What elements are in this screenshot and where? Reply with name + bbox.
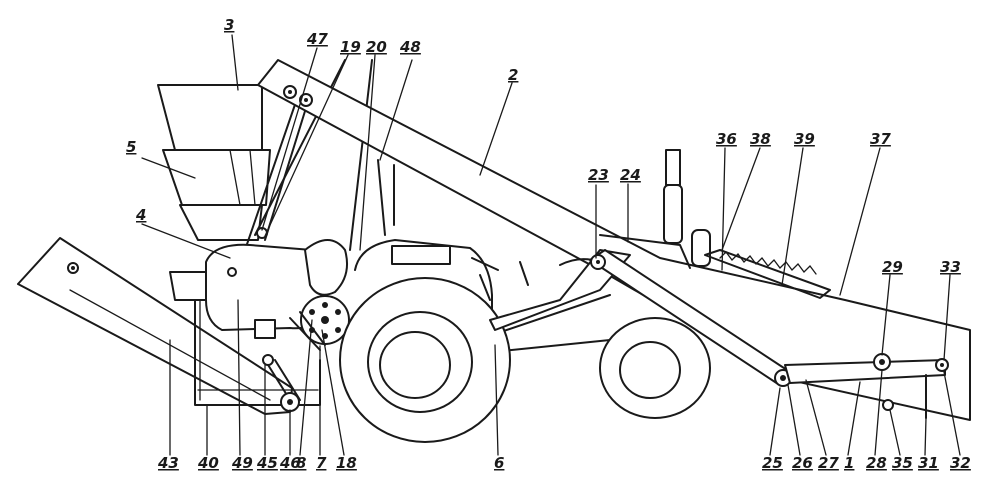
label-3: 3 (224, 16, 234, 34)
label-27: 27 (818, 454, 839, 472)
label-4: 4 (135, 206, 146, 224)
label-47: 47 (306, 30, 328, 48)
label-7: 7 (316, 454, 327, 472)
rear-wheel (339, 277, 511, 443)
label-31: 31 (918, 454, 939, 472)
label-23: 23 (588, 166, 609, 184)
label-8: 8 (296, 454, 306, 472)
label-35: 35 (892, 454, 913, 472)
label-20: 20 (366, 38, 387, 56)
label-46: 46 (279, 454, 301, 472)
label-45: 45 (256, 454, 278, 472)
label-37: 37 (870, 130, 891, 148)
label-6: 6 (494, 454, 504, 472)
label-2: 2 (508, 66, 518, 84)
exhaust-stack (663, 149, 711, 267)
label-33: 33 (940, 258, 961, 276)
label-28: 28 (866, 454, 887, 472)
chain-drive (256, 227, 301, 412)
tractor-body (354, 234, 691, 353)
frame-posts (244, 59, 395, 251)
label-38: 38 (750, 130, 771, 148)
part-labels: 3 47 19 20 48 2 5 4 23 24 36 38 39 37 29… (126, 16, 971, 472)
label-1: 1 (844, 454, 854, 472)
label-18: 18 (336, 454, 357, 472)
label-39: 39 (794, 130, 815, 148)
leader-lines (141, 34, 961, 456)
front-wheel (599, 317, 711, 419)
label-19: 19 (340, 38, 361, 56)
hopper (157, 84, 271, 241)
boom-arm (489, 249, 631, 331)
label-48: 48 (399, 38, 421, 56)
label-40: 40 (197, 454, 219, 472)
label-5: 5 (126, 138, 136, 156)
sprocket (289, 295, 350, 351)
label-36: 36 (716, 130, 737, 148)
drive-box (205, 239, 348, 339)
label-24: 24 (620, 166, 641, 184)
label-49: 49 (231, 454, 253, 472)
label-26: 26 (792, 454, 813, 472)
label-25: 25 (762, 454, 783, 472)
label-29: 29 (882, 258, 903, 276)
label-43: 43 (157, 454, 179, 472)
label-32: 32 (950, 454, 971, 472)
